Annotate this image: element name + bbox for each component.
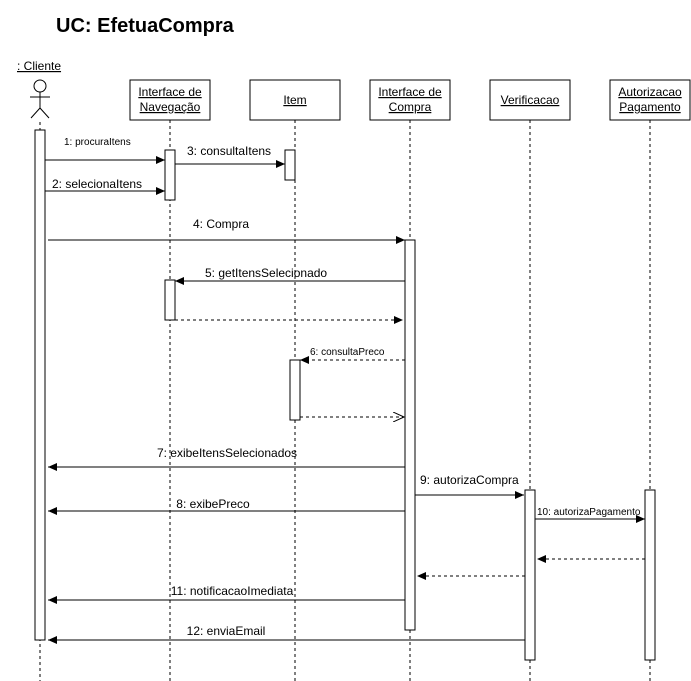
message-8: 8: exibePreco [48,497,405,515]
participant-label-autoriz-2: Pagamento [619,100,681,114]
activation-verif [524,489,536,661]
message-10: 10: autorizaPagamento [535,507,645,523]
message-3: 3: consultaItens [175,144,285,168]
message-label: 1: procuraItens [64,137,131,148]
message-label: 5: getItensSelecionado [205,266,327,280]
message-6: 6: consultaPreco [300,347,405,364]
message-label: 9: autorizaCompra [420,473,519,487]
activation-item-2 [289,359,301,421]
message-label: 4: Compra [193,217,249,231]
stick-figure-icon [30,79,50,119]
activation-compra [404,239,416,631]
participant-label-verif: Verificacao [501,93,560,107]
message-label: 12: enviaEmail [187,624,266,638]
activation-nav-2 [164,279,176,321]
participant-label-autoriz-1: Autorizacao [618,85,682,99]
participant-label-nav-2: Navegação [140,100,201,114]
participant-box-nav [129,79,211,121]
message-12: 12: enviaEmail [48,624,525,644]
participant-box-compra [369,79,451,121]
activation-autoriz [644,489,656,661]
message-2: 2: selecionaItens [45,177,165,195]
actor-label: : Cliente [17,59,61,73]
participant-box-item [249,79,341,121]
message-label: 2: selecionaItens [52,177,142,191]
participant-label-nav-1: Interface de [138,85,202,99]
participant-label-compra-2: Compra [389,100,432,114]
participant-label-compra-1: Interface de [378,85,442,99]
message-label: 7: exibeItensSelecionados [157,446,297,460]
message-11: 11: notificacaoImediata [48,584,405,604]
message-label: 11: notificacaoImediata [171,584,294,598]
activation-nav-1 [164,149,176,201]
participant-item: Item [249,79,341,681]
participant-label-item: Item [283,93,306,107]
message-4: 4: Compra [48,217,405,244]
message-label: 8: exibePreco [176,497,250,511]
participant-box-verif [489,79,571,121]
message-9: 9: autorizaCompra [415,473,524,499]
message-label: 10: autorizaPagamento [537,507,641,518]
message-5: 5: getItensSelecionado [175,266,405,285]
message-7: 7: exibeItensSelecionados [48,446,405,471]
actor-cliente: : Cliente [17,59,61,681]
activation-item-1 [284,149,296,181]
participant-compra: Interface de Compra [369,79,451,681]
message-label: 3: consultaItens [187,144,271,158]
message-label: 6: consultaPreco [310,347,385,358]
participant-nav: Interface de Navegação [129,79,211,681]
activation-cliente [34,129,46,641]
participant-verif: Verificacao [489,79,571,681]
message-1: 1: procuraItens [45,137,165,164]
participant-box-autoriz [609,79,691,121]
participant-autoriz: Autorizacao Pagamento [609,79,691,681]
diagram-title: UC: EfetuaCompra [56,15,235,37]
